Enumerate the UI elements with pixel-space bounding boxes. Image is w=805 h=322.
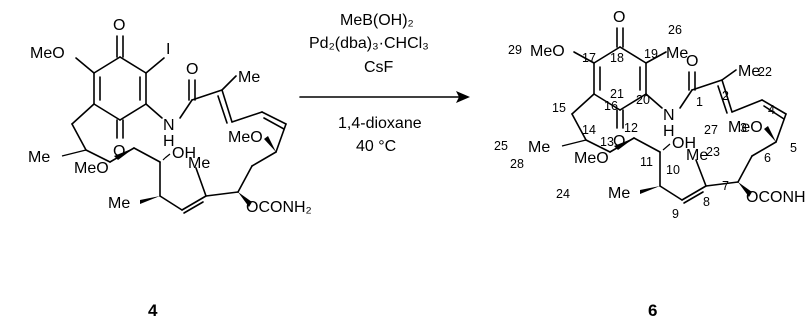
sm-amide-hydrogen: H bbox=[163, 133, 175, 150]
atom-number-24: 24 bbox=[556, 187, 570, 201]
sm-c11-hydroxyl: OH bbox=[172, 145, 196, 162]
atom-number-1: 1 bbox=[696, 95, 703, 109]
p-c14-methyl: Me bbox=[528, 139, 550, 156]
atom-number-22: 22 bbox=[758, 65, 772, 79]
p-c12-methoxy: MeO bbox=[574, 150, 609, 167]
p-quinone-oxygen-top: O bbox=[613, 9, 625, 26]
p-c19-methyl: Me bbox=[666, 45, 688, 62]
atom-number-20: 20 bbox=[636, 93, 650, 107]
atom-number-8: 8 bbox=[703, 195, 710, 209]
reagent-cesium-fluoride: CsF bbox=[364, 59, 394, 76]
p-c2-methyl: Me bbox=[738, 63, 760, 80]
sm-amide-oxygen: O bbox=[186, 61, 198, 78]
atom-number-18: 18 bbox=[610, 51, 624, 65]
sm-amide-nitrogen: N bbox=[163, 117, 175, 134]
atom-number-3: 3 bbox=[740, 121, 747, 135]
atom-number-23: 23 bbox=[706, 145, 720, 159]
sm-quinone-oxygen-bottom: O bbox=[113, 143, 125, 160]
atom-number-29: 29 bbox=[508, 43, 522, 57]
sm-c6-methoxy: MeO bbox=[228, 129, 263, 146]
atom-number-25: 25 bbox=[494, 139, 508, 153]
reagent-boronic-acid: MeB(OH)₂ bbox=[340, 12, 414, 29]
atom-number-28: 28 bbox=[510, 157, 524, 171]
atom-number-11: 11 bbox=[640, 155, 653, 169]
atom-number-2: 2 bbox=[722, 89, 729, 103]
sm-compound-number: 4 bbox=[148, 301, 158, 320]
p-c10-methyl: Me bbox=[608, 185, 630, 202]
sm-c8-methyl: Me bbox=[188, 155, 210, 172]
atom-number-9: 9 bbox=[672, 207, 679, 221]
sm-c10-methyl: Me bbox=[108, 195, 130, 212]
atom-number-5: 5 bbox=[790, 141, 797, 155]
sm-c12-methoxy: MeO bbox=[74, 160, 109, 177]
condition-temperature: 40 °C bbox=[356, 138, 396, 155]
p-quinone-oxygen-bottom: O bbox=[613, 133, 625, 150]
atom-number-27: 27 bbox=[704, 123, 718, 137]
p-amide-oxygen: O bbox=[686, 53, 698, 70]
p-amide-nitrogen: N bbox=[663, 107, 675, 124]
atom-number-4: 4 bbox=[768, 103, 775, 117]
p-quinone-methoxy: MeO bbox=[530, 43, 565, 60]
product-6: O O O N H Me MeO Me Me MeO OH Me Me MeO … bbox=[494, 9, 805, 320]
reaction-arrow-group: MeB(OH)₂ Pd₂(dba)₃·CHCl₃ CsF 1,4-dioxane… bbox=[299, 12, 470, 155]
atom-number-19: 19 bbox=[644, 47, 658, 61]
atom-number-16: 16 bbox=[604, 99, 618, 113]
atom-number-26: 26 bbox=[668, 23, 682, 37]
sm-iodine: I bbox=[166, 41, 170, 58]
sm-c2-methyl: Me bbox=[238, 69, 260, 86]
p-c11-hydroxyl: OH bbox=[672, 135, 696, 152]
atom-number-6: 6 bbox=[764, 151, 771, 165]
atom-number-12: 12 bbox=[624, 121, 638, 135]
sm-c14-methyl: Me bbox=[28, 149, 50, 166]
atom-number-13: 13 bbox=[600, 135, 614, 149]
product-compound-number: 6 bbox=[648, 301, 657, 320]
sm-quinone-oxygen-top: O bbox=[113, 17, 125, 34]
atom-number-17: 17 bbox=[582, 51, 596, 65]
starting-material-4: O O O N H I MeO Me Me MeO OH Me Me MeO O… bbox=[28, 17, 312, 320]
atom-number-14: 14 bbox=[582, 123, 596, 137]
atom-number-15: 15 bbox=[552, 101, 566, 115]
p-c8-methyl: Me bbox=[686, 147, 708, 164]
p-c6-methoxy: MeO bbox=[728, 119, 763, 136]
reagent-palladium-catalyst: Pd₂(dba)₃·CHCl₃ bbox=[309, 35, 429, 52]
atom-number-7: 7 bbox=[722, 179, 729, 193]
condition-solvent: 1,4-dioxane bbox=[338, 115, 422, 132]
p-amide-hydrogen: H bbox=[663, 123, 675, 140]
sm-quinone-methoxy: MeO bbox=[30, 45, 65, 62]
p-carbamate: OCONH₂ bbox=[746, 189, 805, 206]
atom-number-21: 21 bbox=[610, 87, 624, 101]
sm-carbamate: OCONH₂ bbox=[246, 199, 312, 216]
atom-numbers: 1 2 3 4 5 6 7 8 9 10 11 12 13 14 15 16 1… bbox=[494, 23, 797, 221]
atom-number-10: 10 bbox=[666, 163, 680, 177]
